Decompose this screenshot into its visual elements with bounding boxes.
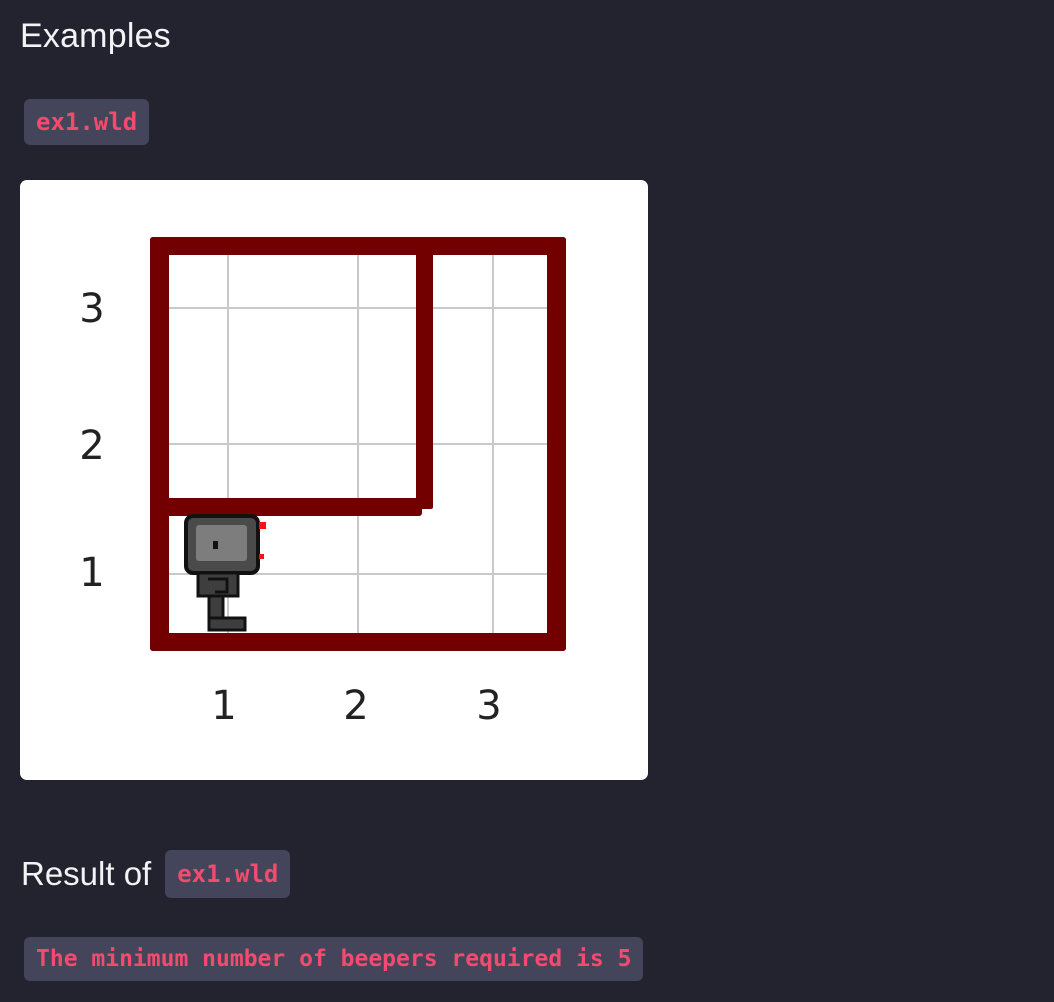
karel-robot-icon bbox=[184, 514, 266, 632]
world-walls bbox=[150, 237, 566, 651]
row-label-3: 3 bbox=[79, 286, 104, 332]
column-label-1: 1 bbox=[211, 683, 236, 729]
row-label-2: 2 bbox=[79, 423, 104, 469]
result-prefix: Result of bbox=[21, 855, 152, 892]
column-label-2: 2 bbox=[343, 683, 368, 729]
karel-world-image: 3 2 1 1 2 3 bbox=[20, 180, 648, 780]
world-file-chip: ex1.wld bbox=[24, 99, 150, 145]
row-label-1: 1 bbox=[79, 550, 104, 596]
result-heading: Result of ex1.wld bbox=[21, 850, 291, 898]
column-label-3: 3 bbox=[476, 683, 501, 729]
result-output: The minimum number of beepers required i… bbox=[24, 937, 644, 981]
result-file-chip: ex1.wld bbox=[165, 850, 291, 898]
section-title: Examples bbox=[20, 17, 171, 55]
